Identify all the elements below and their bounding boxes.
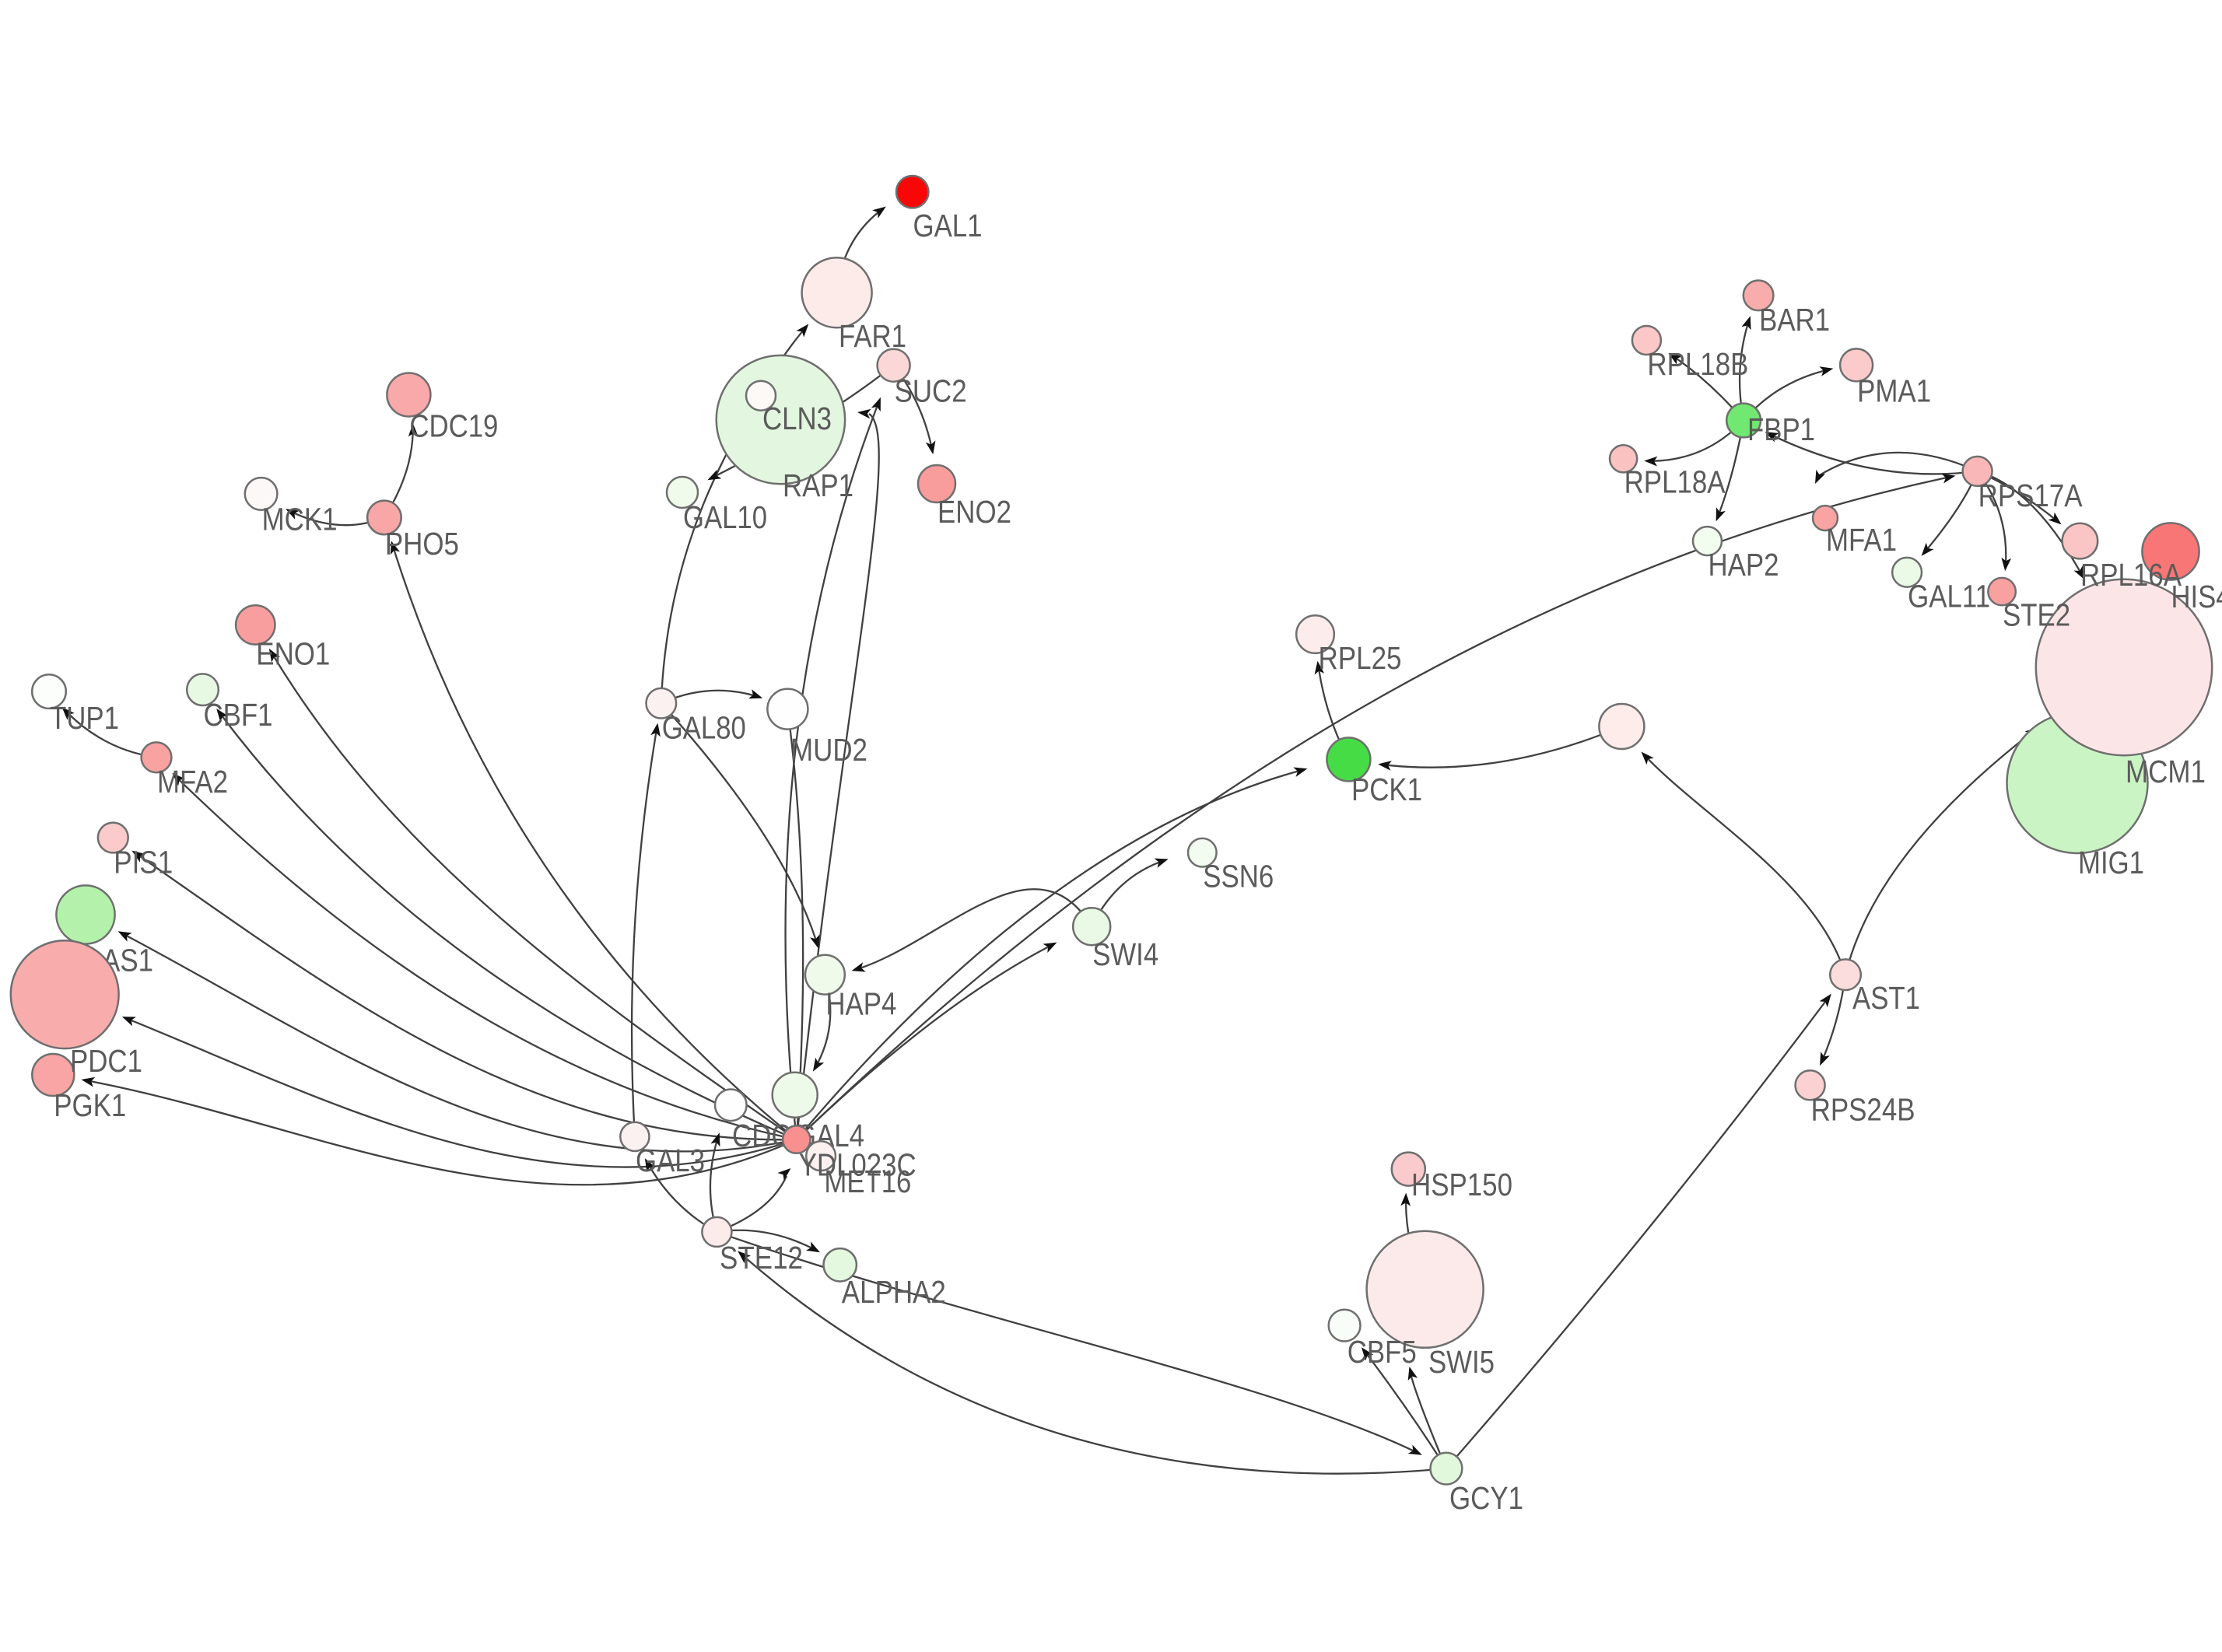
svg-text:RPL16A: RPL16A	[2080, 557, 2182, 593]
svg-text:RAP1: RAP1	[783, 467, 853, 503]
svg-text:SUC2: SUC2	[895, 373, 967, 409]
svg-text:YDL023C: YDL023C	[799, 1147, 916, 1183]
svg-text:GAL3: GAL3	[636, 1143, 705, 1178]
svg-text:PIS1: PIS1	[114, 844, 173, 880]
svg-text:MIG1: MIG1	[2078, 845, 2144, 880]
svg-text:ALPHA2: ALPHA2	[842, 1274, 946, 1310]
svg-text:MCK1: MCK1	[262, 502, 338, 537]
svg-text:PHO5: PHO5	[385, 526, 459, 562]
svg-text:PDC1: PDC1	[70, 1043, 142, 1079]
svg-text:GAL11: GAL11	[1908, 579, 1990, 614]
svg-text:SSN6: SSN6	[1203, 859, 1274, 894]
svg-text:FAR1: FAR1	[839, 318, 906, 354]
svg-text:MUD2: MUD2	[790, 732, 867, 768]
svg-text:FBP1: FBP1	[1747, 411, 1815, 447]
svg-text:MET16: MET16	[824, 1164, 911, 1199]
svg-text:CBF5: CBF5	[1348, 1334, 1417, 1370]
svg-text:MCM1: MCM1	[2126, 754, 2206, 789]
svg-text:BAR1: BAR1	[1759, 302, 1830, 338]
svg-text:AST1: AST1	[1852, 980, 1920, 1016]
svg-text:STE12: STE12	[720, 1240, 803, 1276]
svg-text:RPL18B: RPL18B	[1647, 346, 1748, 382]
svg-text:SWI4: SWI4	[1092, 936, 1158, 972]
svg-text:MFA2: MFA2	[157, 764, 228, 800]
svg-text:RPL18A: RPL18A	[1624, 464, 1726, 499]
svg-text:PMA1: PMA1	[1857, 373, 1931, 408]
svg-text:CDC19: CDC19	[409, 408, 498, 444]
svg-text:GCY1: GCY1	[1449, 1480, 1523, 1516]
svg-text:GAL10: GAL10	[683, 499, 767, 535]
svg-text:PGK1: PGK1	[54, 1087, 126, 1123]
svg-text:RPS24B: RPS24B	[1811, 1091, 1915, 1127]
svg-text:RPL25: RPL25	[1319, 640, 1402, 676]
svg-text:GAL80: GAL80	[662, 710, 746, 746]
svg-text:HIS4: HIS4	[2171, 579, 2222, 614]
svg-text:STE2: STE2	[2003, 597, 2070, 632]
svg-text:RPS17A: RPS17A	[1978, 478, 2084, 513]
svg-text:MFA1: MFA1	[1826, 522, 1897, 558]
svg-text:CBF1: CBF1	[204, 697, 273, 733]
svg-text:HAP4: HAP4	[825, 986, 896, 1022]
svg-text:SWI5: SWI5	[1428, 1344, 1495, 1380]
svg-text:CLN3: CLN3	[762, 401, 832, 436]
svg-text:ENO2: ENO2	[938, 494, 1011, 530]
svg-text:PCK1: PCK1	[1351, 772, 1422, 807]
svg-text:TUP1: TUP1	[50, 700, 119, 736]
svg-text:GAL1: GAL1	[913, 208, 983, 243]
svg-text:HSP150: HSP150	[1411, 1167, 1512, 1202]
svg-text:HAP2: HAP2	[1709, 547, 1779, 583]
svg-text:ENO1: ENO1	[256, 636, 330, 672]
